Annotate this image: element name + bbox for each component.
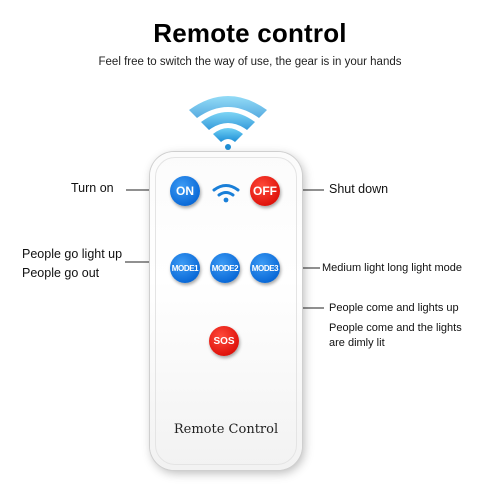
mode3-button[interactable]: MODE3 xyxy=(250,253,280,283)
mode2-label-line1: People come and lights up xyxy=(329,302,459,314)
mode1-button[interactable]: MODE1 xyxy=(170,253,200,283)
off-button[interactable]: OFF xyxy=(250,176,280,206)
page-title: Remote control xyxy=(153,18,347,48)
wifi-signal-icon xyxy=(212,184,240,203)
wifi-signal-icon xyxy=(189,96,267,150)
sos-button[interactable]: SOS xyxy=(209,326,239,356)
turn-on-label: Turn on xyxy=(71,181,114,195)
page-subtitle: Feel free to switch the way of use, the … xyxy=(98,56,402,68)
mode2-label-line2: People come and the lights xyxy=(329,322,462,334)
shut-down-label: Shut down xyxy=(329,182,389,196)
remote-body: ON OFF MODE1 MODE2 MODE3 SOS Remote Cont… xyxy=(150,152,302,470)
mode3-label: Medium light long light mode xyxy=(322,262,463,274)
remote-label: Remote Control xyxy=(173,422,279,437)
mode1-label-line2: People go out xyxy=(22,266,100,280)
on-button[interactable]: ON xyxy=(170,176,200,206)
remote-inner-border xyxy=(155,157,297,465)
mode2-label-line3: are dimly lit xyxy=(329,337,385,349)
mode1-label-line1: People go light up xyxy=(22,247,123,261)
mode2-button[interactable]: MODE2 xyxy=(210,253,240,283)
